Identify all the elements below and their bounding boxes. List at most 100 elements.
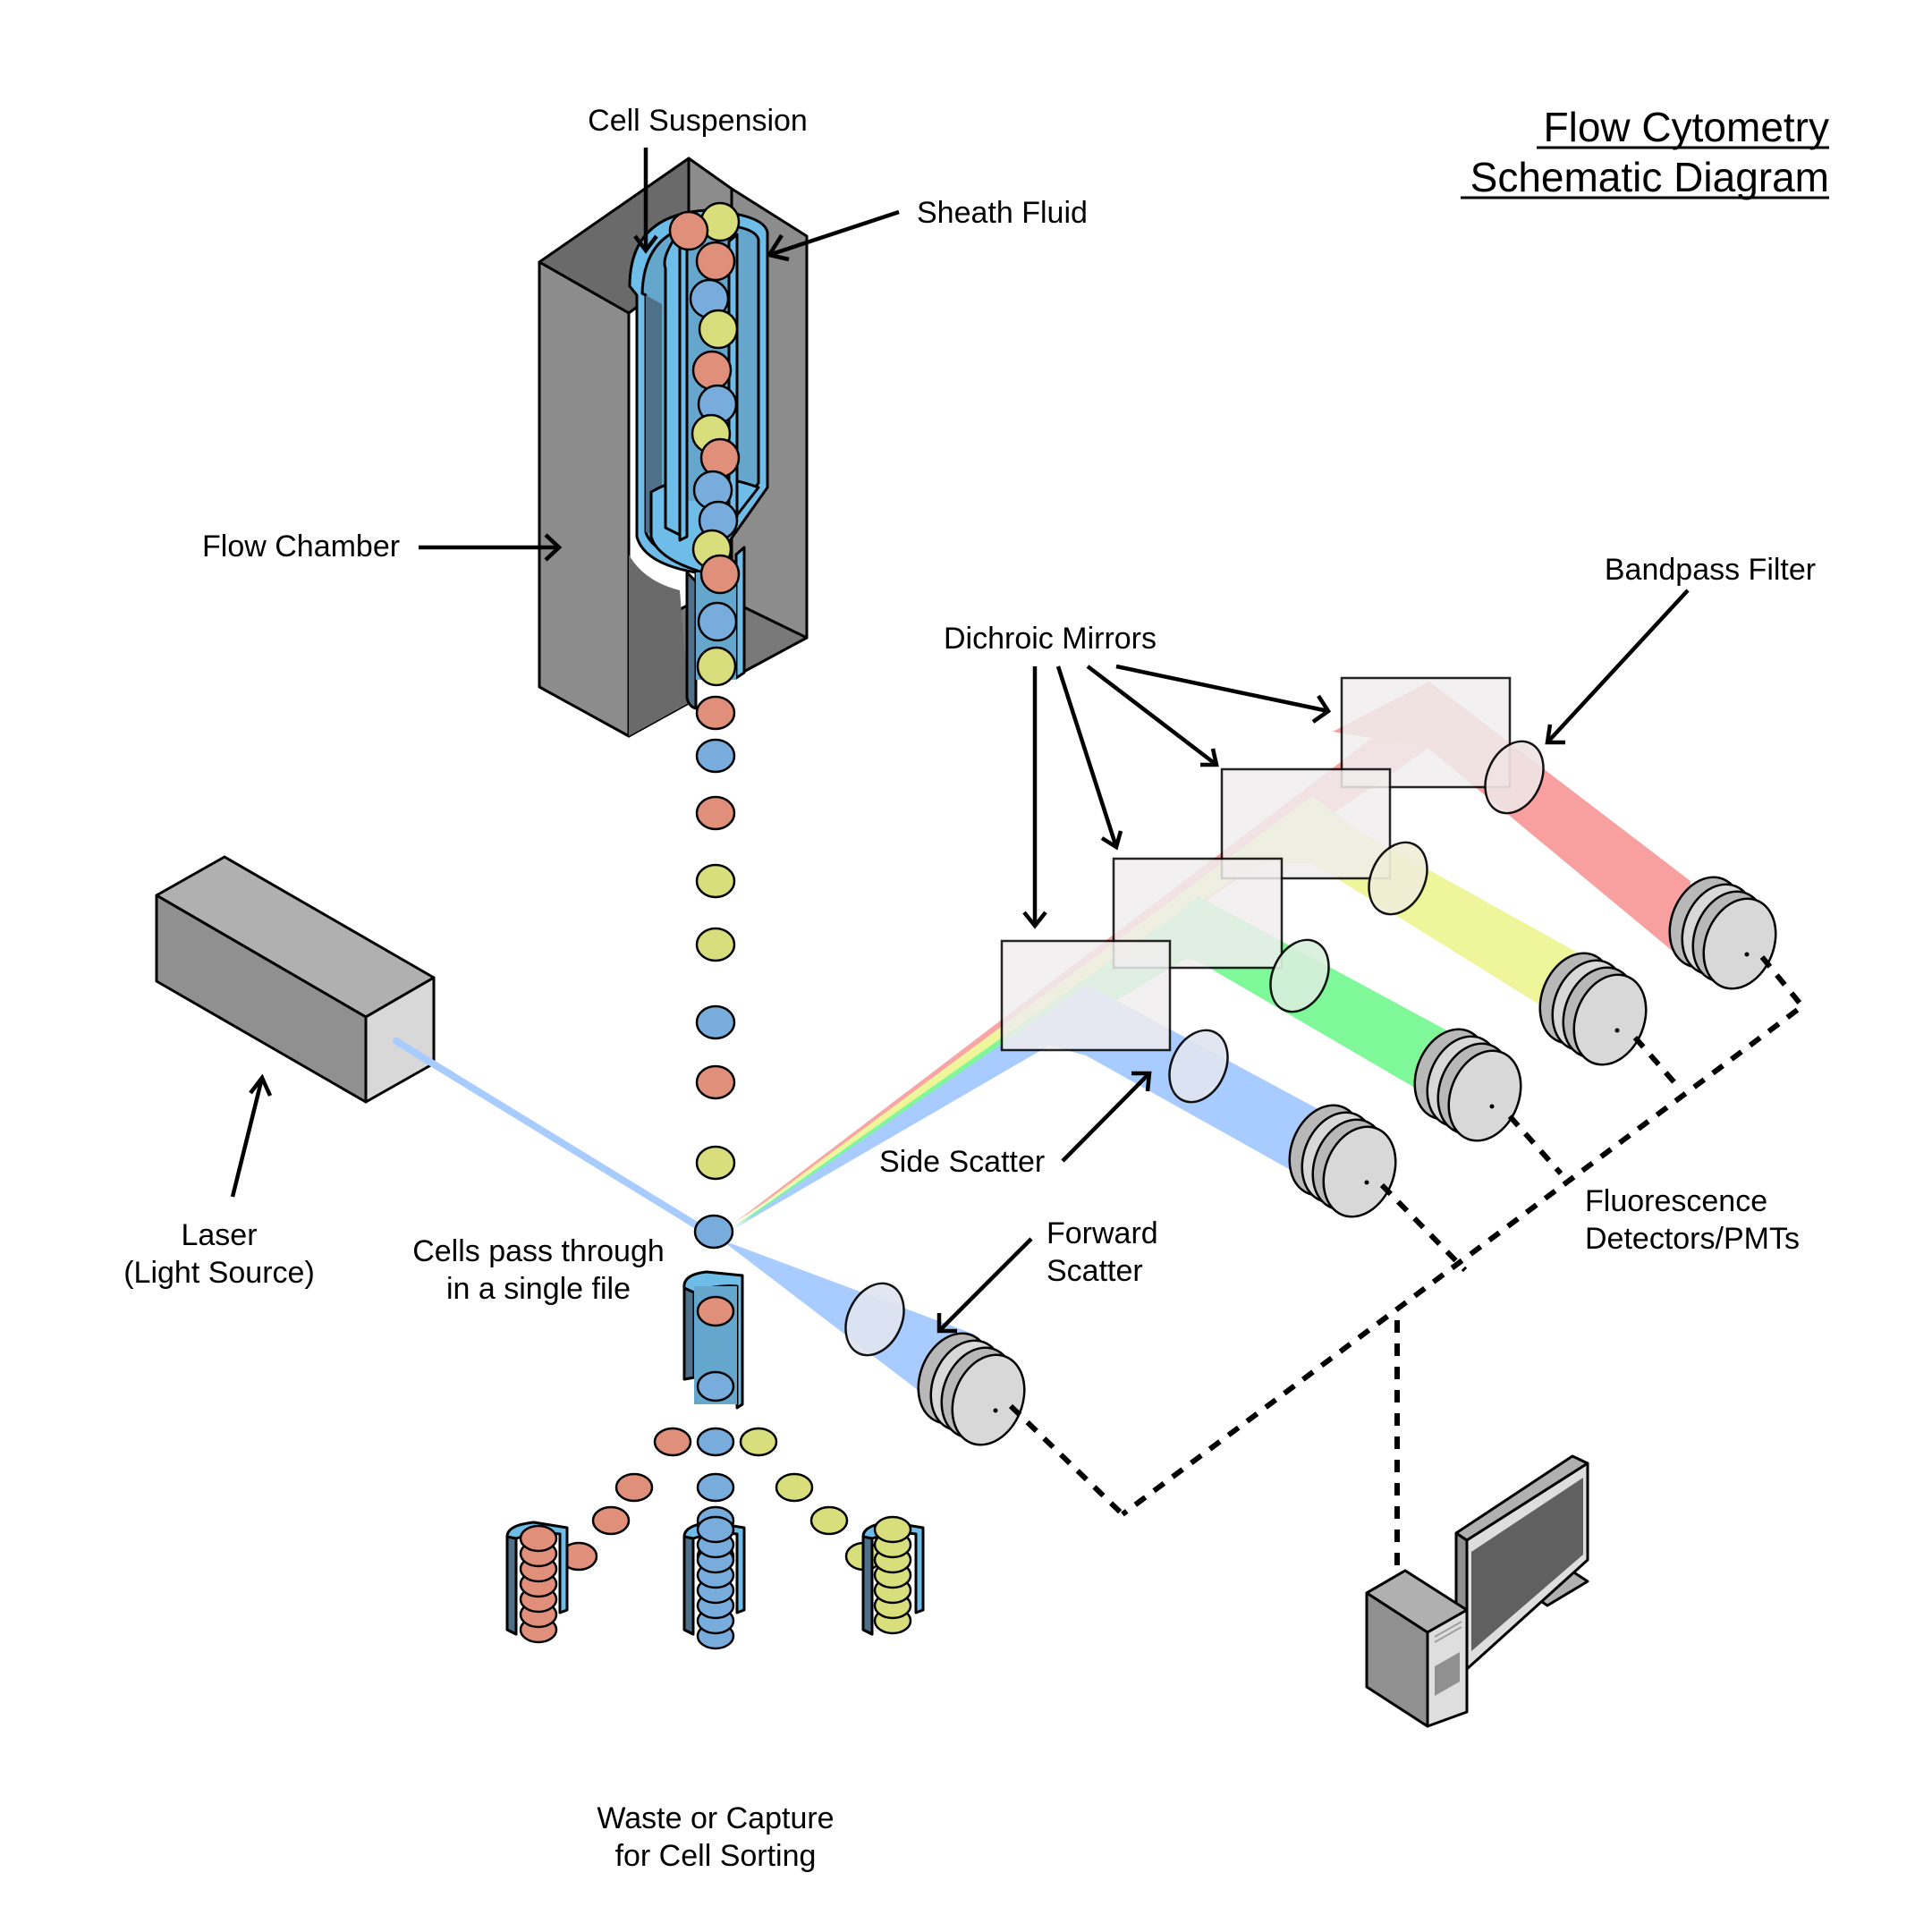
- laser: [155, 855, 715, 1238]
- arrow-bandpass-filter: [1546, 589, 1690, 744]
- label-bandpass-filter: Bandpass Filter: [1605, 553, 1816, 587]
- filter-green: [1269, 938, 1330, 1013]
- chamber-cell-blue: [697, 601, 738, 642]
- arrow-dichroic-2: [1055, 665, 1119, 848]
- binned-cell-blue: [696, 1515, 735, 1544]
- sorted-cell-center: [696, 1472, 735, 1503]
- collection-tube-yellow: [861, 1515, 925, 1636]
- arrow-dichroic-3: [1086, 665, 1218, 767]
- dichroic-mirrors: [1000, 676, 1512, 1052]
- cell-stream: [693, 695, 736, 1250]
- detector-center-dot: [1614, 1028, 1620, 1033]
- label-cells-pass-sub: in a single file: [446, 1272, 631, 1306]
- detector-center-dot: [993, 1408, 998, 1413]
- nozzle-wall-left: [685, 571, 698, 710]
- arrow-dichroic-4: [1115, 664, 1329, 714]
- sorted-cell-left: [653, 1427, 692, 1457]
- tower-vent-1: [1434, 1621, 1462, 1638]
- sorted-cell-right: [739, 1427, 778, 1457]
- stream-cell-yellow: [695, 863, 736, 899]
- filter-yellow: [1368, 841, 1428, 916]
- dichroic-mirror-1: [1000, 939, 1172, 1052]
- wire-side-scatter-detector: [1379, 1182, 1468, 1273]
- detector-side-scatter: [1288, 1104, 1397, 1218]
- label-side-scatter: Side Scatter: [879, 1145, 1045, 1179]
- label-forward-scatter-sub: Scatter: [1046, 1254, 1143, 1288]
- chamber-cell-yellow: [696, 646, 737, 687]
- title-line-1: Flow Cytometry: [1544, 104, 1829, 150]
- label-waste-sub: for Cell Sorting: [615, 1839, 817, 1873]
- stream-cell-blue: [695, 1004, 736, 1040]
- computer: [1365, 1454, 1589, 1728]
- stream-cell-yellow: [695, 927, 736, 962]
- wire-yellow-detector: [1632, 1036, 1682, 1090]
- collection-tube-red: [505, 1521, 569, 1644]
- monitor: [1454, 1454, 1589, 1671]
- filter-red: [1484, 740, 1545, 815]
- stream-cell-yellow: [695, 1145, 736, 1181]
- diagram-title: Flow Cytometry Schematic Diagram: [1461, 104, 1829, 200]
- detectors: [917, 876, 1777, 1446]
- stream-cell-red: [695, 795, 736, 831]
- label-fluorescence: Fluorescence: [1585, 1184, 1767, 1218]
- detector-center-dot: [1744, 952, 1750, 957]
- tube-cell-blue: [696, 1370, 735, 1402]
- label-sheath-fluid: Sheath Fluid: [917, 196, 1088, 230]
- binned-cell-red: [519, 1524, 558, 1553]
- chamber-cell-red: [699, 554, 741, 595]
- laser-beam: [393, 1038, 715, 1238]
- detector-center-dot: [1489, 1104, 1495, 1109]
- binned-cell-yellow: [873, 1515, 912, 1544]
- chamber-cell-red: [691, 350, 733, 391]
- label-cells-pass: Cells pass through: [412, 1234, 665, 1268]
- arrow-side-scatter: [1061, 1072, 1151, 1163]
- sheath-shadow: [646, 295, 662, 537]
- flow-chamber: [538, 157, 809, 738]
- detector-green: [1413, 1028, 1522, 1142]
- tube-cell-red: [696, 1295, 735, 1327]
- interrogation-cell: [693, 1214, 734, 1250]
- wire-main-bus: [1121, 955, 1807, 1517]
- detector-center-dot: [1364, 1180, 1369, 1185]
- arrow-forward-scatter: [937, 1237, 1033, 1333]
- detector-forward-scatter: [917, 1332, 1026, 1446]
- title-line-2: Schematic Diagram: [1470, 154, 1829, 200]
- collection-tube-blue: [682, 1515, 746, 1650]
- sorted-cell-center: [696, 1427, 735, 1457]
- injection-wall-left: [678, 233, 689, 542]
- dichroic-mirror-3: [1220, 767, 1392, 880]
- stream-cell-blue: [695, 738, 736, 774]
- labels: Cell Suspension Sheath Fluid Flow Chambe…: [123, 104, 1816, 1873]
- detector-yellow: [1538, 952, 1648, 1066]
- label-fluorescence-sub: Detectors/PMTs: [1585, 1222, 1800, 1256]
- filter-forward-scatter: [844, 1282, 905, 1357]
- label-dichroic-mirrors: Dichroic Mirrors: [944, 622, 1157, 656]
- label-flow-chamber: Flow Chamber: [202, 530, 400, 564]
- label-laser: Laser: [181, 1218, 257, 1252]
- filter-side-scatter: [1168, 1029, 1229, 1104]
- bandpass-filters: [844, 740, 1545, 1357]
- chamber-cell-red: [699, 437, 741, 479]
- tower-drive-bay: [1435, 1652, 1460, 1696]
- sorted-cell-left: [591, 1505, 631, 1536]
- label-forward-scatter: Forward: [1046, 1216, 1158, 1250]
- stream-cell-red: [695, 1064, 736, 1100]
- monitor-screen: [1471, 1478, 1583, 1651]
- label-cell-suspension: Cell Suspension: [588, 104, 808, 138]
- arrow-sheath-fluid: [768, 209, 900, 258]
- sorted-cell-left: [614, 1472, 654, 1503]
- chamber-left-face: [538, 260, 631, 738]
- arrow-laser: [230, 1077, 265, 1198]
- signal-wires: [1008, 955, 1807, 1621]
- sorted-cell-right: [775, 1472, 814, 1503]
- label-waste: Waste or Capture: [597, 1801, 834, 1835]
- label-laser-sub: (Light Source): [123, 1256, 315, 1290]
- tower-vent-2: [1434, 1626, 1462, 1643]
- wire-green-detector: [1507, 1114, 1563, 1175]
- stream-cell-red: [695, 695, 736, 731]
- chamber-cells: [668, 201, 741, 687]
- computer-tower: [1365, 1569, 1469, 1728]
- sorted-cell-right: [809, 1505, 849, 1536]
- chamber-cell-red: [695, 241, 736, 282]
